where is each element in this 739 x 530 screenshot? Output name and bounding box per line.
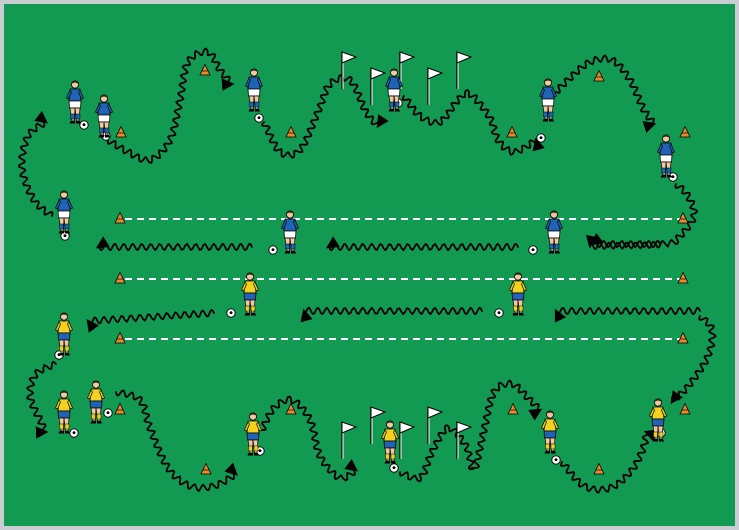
soccer-ball-icon bbox=[255, 114, 263, 122]
soccer-ball-icon bbox=[552, 456, 560, 464]
soccer-ball-icon bbox=[104, 409, 112, 417]
soccer-ball-icon bbox=[390, 464, 398, 472]
soccer-ball-icon bbox=[537, 134, 545, 142]
soccer-ball-icon bbox=[227, 309, 235, 317]
soccer-ball-icon bbox=[529, 246, 537, 254]
soccer-ball-icon bbox=[269, 246, 277, 254]
soccer-ball-icon bbox=[80, 121, 88, 129]
soccer-ball-icon bbox=[70, 429, 78, 437]
pitch-surface bbox=[4, 4, 735, 526]
soccer-ball-icon bbox=[495, 309, 503, 317]
